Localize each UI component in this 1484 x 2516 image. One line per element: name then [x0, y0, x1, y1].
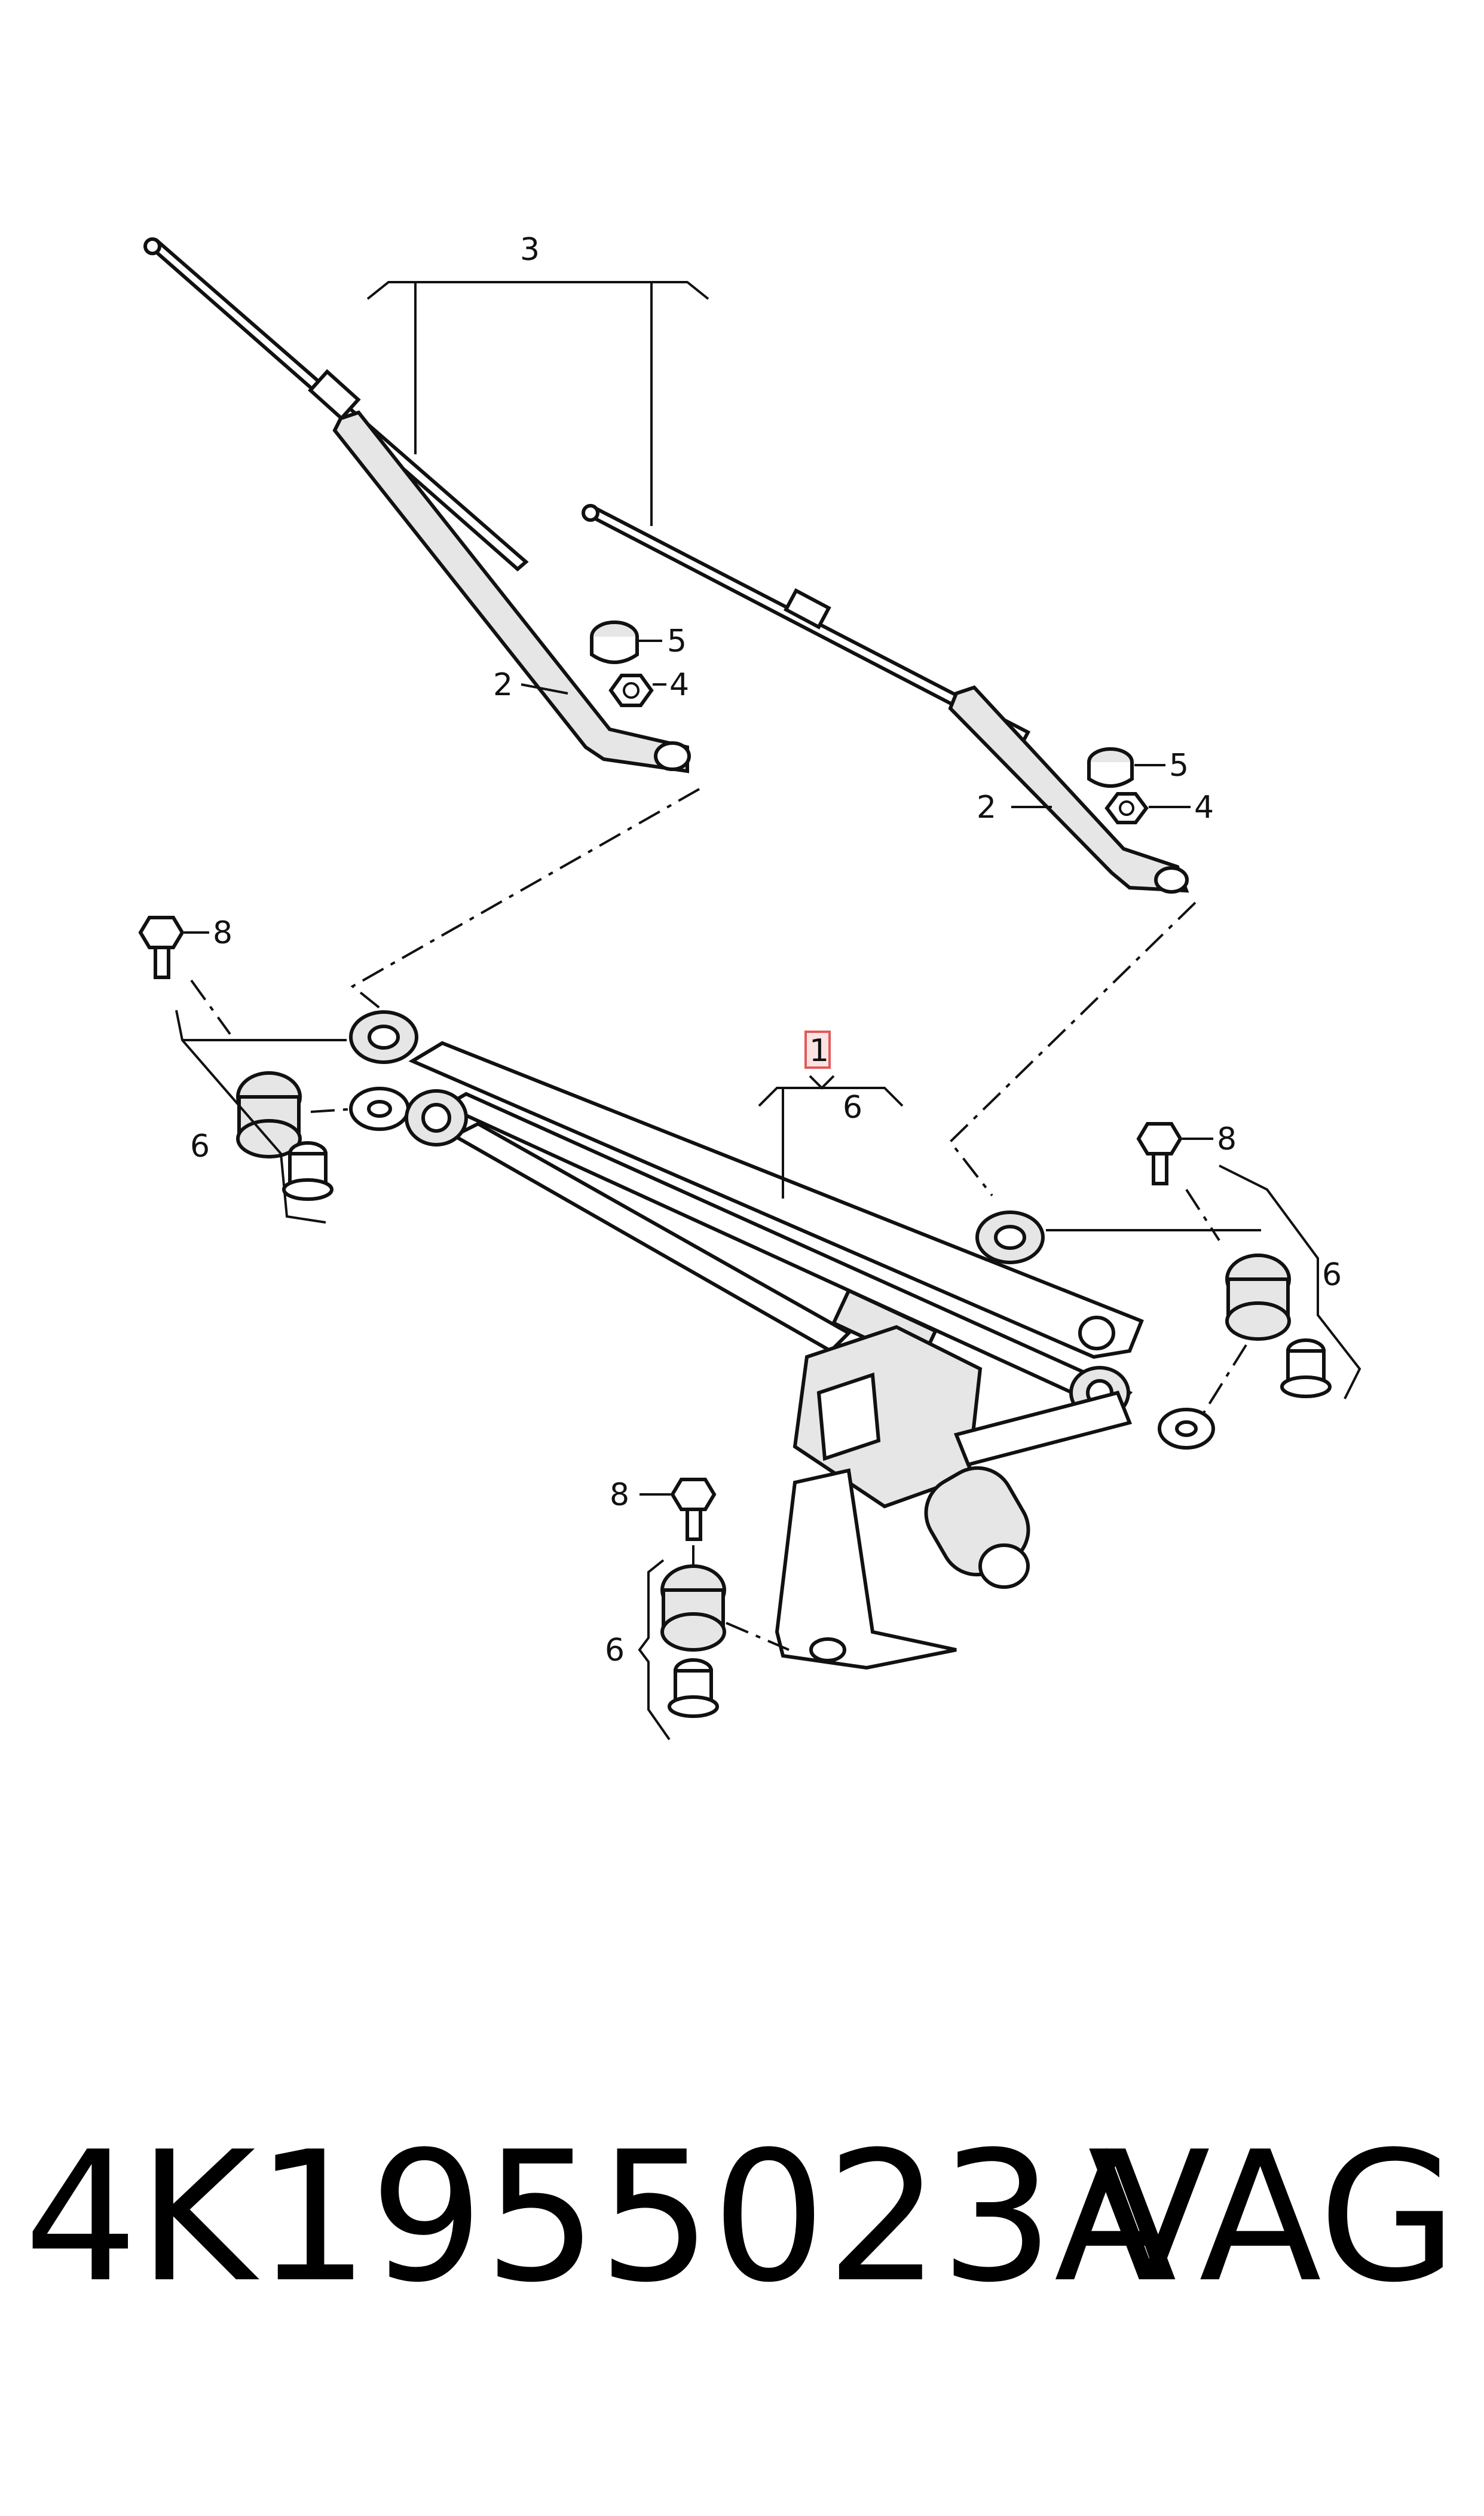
bolt-right	[1136, 1122, 1183, 1185]
callout-6-right: 6	[1322, 1257, 1342, 1293]
sleeve-bottom	[668, 1658, 719, 1718]
callout-6-bottom: 6	[605, 1633, 625, 1668]
bolt-bottom	[670, 1478, 717, 1541]
callout-6-subassembly: 6	[843, 1090, 862, 1126]
wiper-arm-right	[948, 685, 1189, 894]
cap-left	[590, 620, 639, 664]
sleeve-right	[1280, 1338, 1332, 1398]
brand-name: VAG	[1088, 2113, 1458, 2322]
callout-2-right: 2	[977, 790, 996, 826]
callout-8-bottom: 8	[610, 1477, 629, 1513]
bolt-left	[138, 916, 185, 979]
wiper-arm-left	[332, 410, 691, 774]
wiper-linkage	[349, 1041, 1215, 1450]
axis-line-right	[948, 901, 1197, 1197]
nut-right	[1104, 792, 1149, 824]
callout-8-left: 8	[213, 915, 232, 951]
callout-2-left: 2	[493, 667, 513, 703]
part-number: 4K1955023A	[24, 2113, 1177, 2322]
callout-4-right: 4	[1194, 790, 1214, 826]
callout-8-right: 8	[1217, 1121, 1237, 1157]
bracket-subassembly	[758, 1075, 904, 1199]
callout-6-left: 6	[190, 1129, 210, 1164]
callout-5-left: 5	[667, 623, 687, 659]
wiper-blade-right	[582, 504, 1031, 744]
callout-1: 1	[809, 1033, 829, 1069]
wiper-blade-left	[143, 237, 529, 571]
axis-line-left	[350, 788, 700, 1011]
rubber-mount-bottom	[660, 1564, 726, 1652]
callout-4-left: 4	[669, 667, 689, 703]
callout-1-highlight	[804, 1031, 831, 1069]
cap-right	[1087, 747, 1134, 788]
wiper-motor	[775, 1325, 1133, 1670]
callout-5-right: 5	[1169, 748, 1189, 784]
bracket-blades	[366, 281, 709, 526]
grommet-left	[349, 1010, 418, 1064]
rubber-mount-right	[1225, 1254, 1291, 1341]
nut-left	[608, 674, 654, 707]
sleeve-left	[282, 1141, 333, 1201]
callout-3: 3	[520, 232, 540, 268]
grommet-right	[975, 1210, 1045, 1264]
